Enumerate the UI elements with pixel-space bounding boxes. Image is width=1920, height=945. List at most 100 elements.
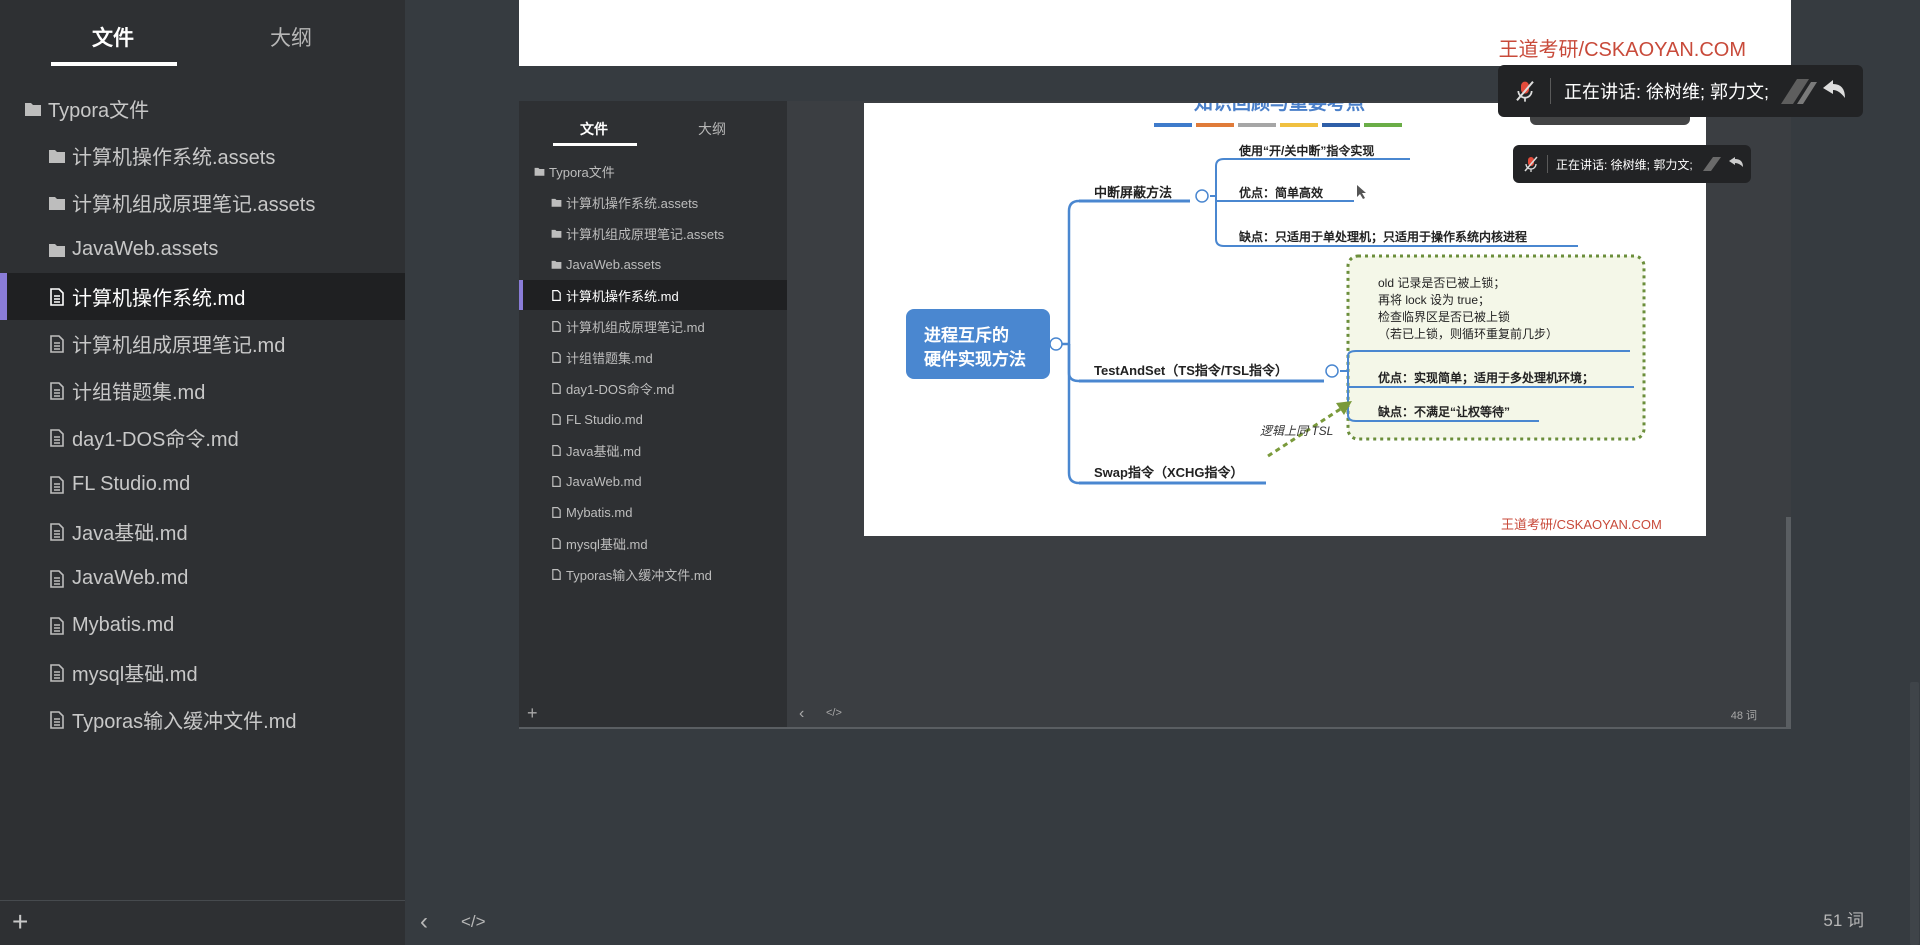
sidebar-footer: + xyxy=(0,900,405,945)
note-line1: old 记录是否已被上锁； xyxy=(1378,275,1505,290)
embedded-meeting-bar: 正在讲话: 徐树维; 郭力文; xyxy=(1513,145,1751,183)
folder-javaweb-assets[interactable]: JavaWeb.assets xyxy=(0,226,405,273)
divider xyxy=(1547,155,1548,173)
back-button[interactable]: ‹ xyxy=(420,908,428,935)
embedded-item-label: Typoras输入缓冲文件.md xyxy=(566,567,712,583)
muted-mic-icon xyxy=(1524,156,1538,172)
note-line4: （若已上锁，则循环重复前几步） xyxy=(1378,326,1558,341)
file-sidebar: 文件 大纲 Typora文件 计算机操作系统.assets 计算机组成原理笔记.… xyxy=(0,0,405,945)
embedded-folder: JavaWeb.assets xyxy=(519,249,787,279)
folder-label: JavaWeb.assets xyxy=(72,238,219,260)
embedded-item-label: JavaWeb.md xyxy=(566,473,642,489)
document-icon xyxy=(552,289,561,301)
arrow-head xyxy=(1336,401,1352,415)
muted-mic-icon[interactable] xyxy=(1514,79,1536,103)
folder-label: Typora文件 xyxy=(48,100,150,122)
folder-label: 计算机操作系统.assets xyxy=(72,147,276,169)
document-icon xyxy=(552,320,561,332)
branch-interrupt-mask: 中断屏蔽方法 xyxy=(1094,185,1172,200)
source-code-toggle[interactable]: </> xyxy=(461,912,486,931)
document-icon xyxy=(50,616,64,635)
folder-icon xyxy=(49,149,65,163)
embedded-sidebar: 文件 大纲 Typora文件 计算机操作系统.assets 计算机组成原理笔记.… xyxy=(519,101,787,729)
root-node xyxy=(906,309,1050,379)
folder-co-assets[interactable]: 计算机组成原理笔记.assets xyxy=(0,179,405,226)
document-icon xyxy=(50,475,64,494)
file-dos-md[interactable]: day1-DOS命令.md xyxy=(0,414,405,461)
mindmap-image: 知识回顾与重要考点 进程互斥的 硬件实现方法 中断屏蔽方法 xyxy=(864,103,1706,536)
file-co-md[interactable]: 计算机组成原理笔记.md xyxy=(0,320,405,367)
sidebar-tabs: 文件 大纲 xyxy=(0,0,405,68)
file-label: FL Studio.md xyxy=(72,473,191,495)
embedded-tab-indicator xyxy=(553,143,637,146)
file-label: 计组错题集.md xyxy=(72,382,206,404)
watermark: 王道考研/CSKAOYAN.COM xyxy=(1498,39,1746,61)
image-top-fragment: 王道考研/CSKAOYAN.COM xyxy=(519,0,1791,66)
file-mybatis-md[interactable]: Mybatis.md xyxy=(0,602,405,649)
embedded-scrollbar xyxy=(1786,517,1791,729)
embedded-tab-outline: 大纲 xyxy=(698,121,726,137)
file-errors-md[interactable]: 计组错题集.md xyxy=(0,367,405,414)
active-tab-indicator xyxy=(51,62,177,66)
embedded-file: mysql基础.md xyxy=(519,528,787,558)
tab-files[interactable]: 文件 xyxy=(92,27,134,50)
reply-icon xyxy=(1702,157,1743,171)
embedded-item-label: 计算机组成原理笔记.md xyxy=(566,319,705,335)
speaking-text: 正在讲话: 徐树维; 郭力文; xyxy=(1564,82,1770,102)
folder-os-assets[interactable]: 计算机操作系统.assets xyxy=(0,132,405,179)
file-os-md[interactable]: 计算机操作系统.md xyxy=(0,273,405,320)
mindmap-svg: 知识回顾与重要考点 进程互斥的 硬件实现方法 中断屏蔽方法 xyxy=(906,103,1662,532)
embedded-word-count: 48 词 xyxy=(1730,710,1757,722)
note-line3: 检查临界区是否已被上锁 xyxy=(1378,309,1510,324)
cursor-icon xyxy=(1357,185,1366,199)
document-icon xyxy=(552,475,561,487)
embedded-item-label: 计算机操作系统.assets xyxy=(566,195,699,211)
note-line2: 再将 lock 设为 true； xyxy=(1378,293,1490,307)
b1-advantage: 优点：简单高效 xyxy=(1239,185,1324,200)
title-color-bar xyxy=(1154,123,1402,127)
embedded-item-label: Mybatis.md xyxy=(566,504,633,520)
embedded-folder: 计算机组成原理笔记.assets xyxy=(519,218,787,248)
document-icon xyxy=(552,568,561,580)
embedded-back: ‹ xyxy=(799,705,805,722)
collapse-toggle xyxy=(1049,337,1063,351)
note-box xyxy=(1346,254,1646,441)
embedded-tab-files: 文件 xyxy=(580,121,608,137)
embedded-file: day1-DOS命令.md xyxy=(519,373,787,403)
word-count: 51 词 xyxy=(1823,911,1864,930)
embedded-item-label: Java基础.md xyxy=(566,443,642,459)
file-typoras-md[interactable]: Typoras输入缓冲文件.md xyxy=(0,696,405,743)
embedded-file: Java基础.md xyxy=(519,435,787,465)
meeting-speaker-bar: 正在讲话: 徐树维; 郭力文; xyxy=(1498,65,1863,117)
file-label: JavaWeb.md xyxy=(72,567,189,589)
embedded-source: </> xyxy=(826,707,842,719)
divider xyxy=(1550,78,1551,104)
document-icon xyxy=(50,710,64,729)
branch-swap: Swap指令（XCHG指令） xyxy=(1094,465,1244,480)
file-java-md[interactable]: Java基础.md xyxy=(0,508,405,555)
document-icon xyxy=(50,663,64,682)
embedded-folder: 计算机操作系统.assets xyxy=(519,187,787,217)
embedded-item-label: Typora文件 xyxy=(549,164,615,180)
document-icon xyxy=(552,506,561,518)
folder-icon xyxy=(551,260,562,269)
document-icon xyxy=(50,287,64,306)
file-flstudio-md[interactable]: FL Studio.md xyxy=(0,461,405,508)
file-label: 计算机组成原理笔记.md xyxy=(72,335,286,357)
file-mysql-md[interactable]: mysql基础.md xyxy=(0,649,405,696)
folder-icon xyxy=(49,243,65,257)
document-icon xyxy=(50,428,64,447)
file-label: mysql基础.md xyxy=(72,664,198,686)
document-icon xyxy=(552,444,561,456)
tab-outline[interactable]: 大纲 xyxy=(270,27,312,50)
reply-icon[interactable] xyxy=(1777,76,1847,106)
folder-root[interactable]: Typora文件 xyxy=(0,85,405,132)
embedded-item-label: 计算机组成原理笔记.assets xyxy=(566,226,725,242)
folder-icon xyxy=(534,167,545,176)
scrollbar-thumb[interactable] xyxy=(1910,682,1919,945)
add-file-button[interactable]: + xyxy=(12,906,29,937)
file-javaweb-md[interactable]: JavaWeb.md xyxy=(0,555,405,602)
embedded-item-label: day1-DOS命令.md xyxy=(566,381,675,397)
dashed-arrow xyxy=(1267,406,1343,458)
embedded-file: Mybatis.md xyxy=(519,497,787,527)
